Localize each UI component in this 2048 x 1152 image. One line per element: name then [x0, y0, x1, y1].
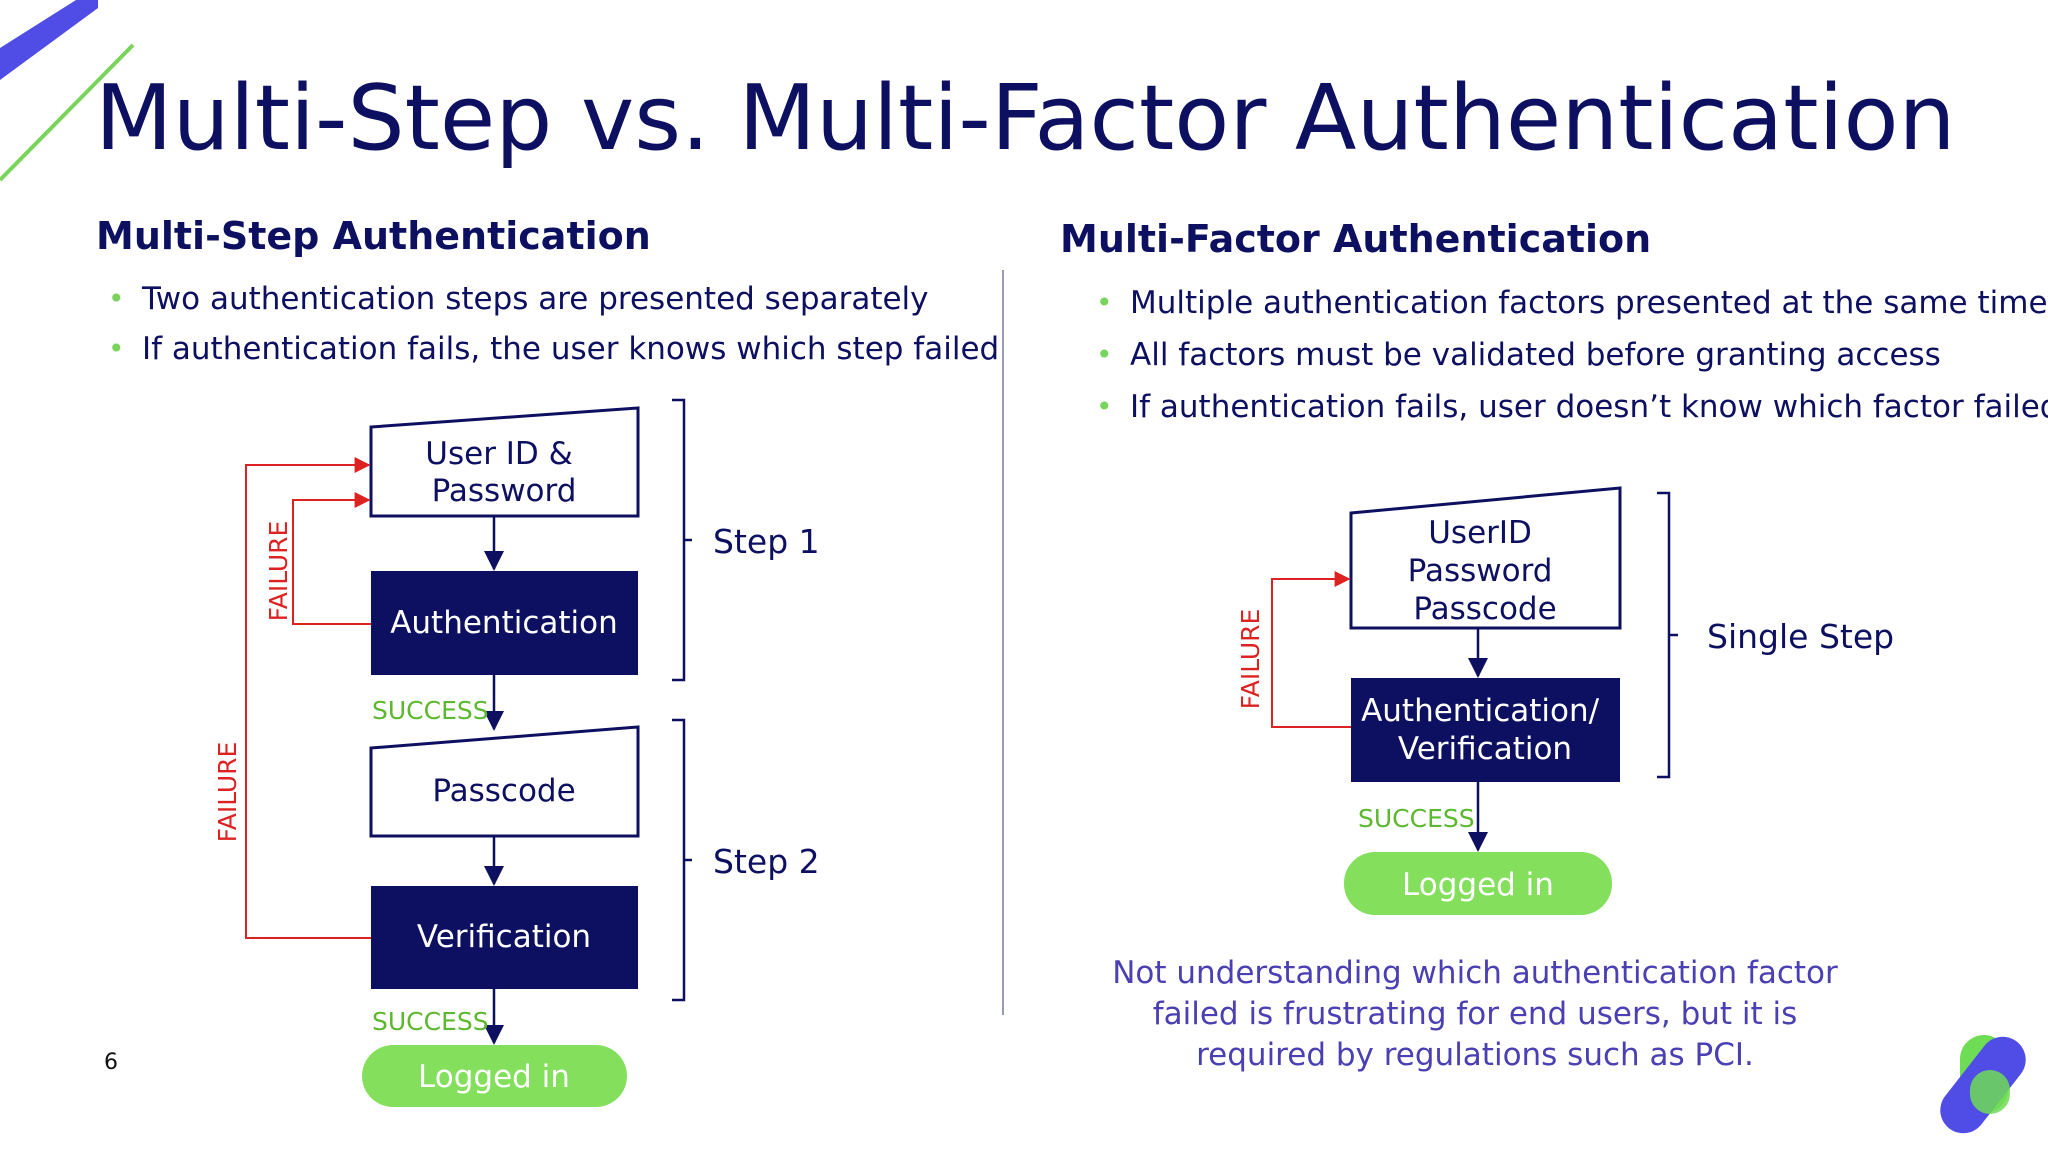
authentication-box [371, 571, 638, 675]
failure-loop-right [1271, 571, 1351, 728]
list-item: All factors must be validated before gra… [1096, 329, 2048, 381]
verification-box [371, 886, 638, 989]
authentication-verification-box [1351, 678, 1620, 782]
single-step-bracket [1657, 491, 1678, 779]
list-item: Multiple authentication factors presente… [1096, 277, 2048, 329]
logged-in-label-left: Logged in [418, 1059, 570, 1095]
userid-password-text: User ID & Password [425, 436, 582, 509]
list-item: If authentication fails, the user knows … [108, 324, 999, 374]
multi-step-heading: Multi-Step Authentication [96, 214, 651, 258]
userid-password-passcode-input-box [1349, 486, 1622, 630]
failure-label-inner: FAILURE [264, 521, 293, 622]
multi-factor-heading: Multi-Factor Authentication [1060, 217, 1652, 261]
failure-label-right: FAILURE [1236, 609, 1265, 710]
passcode-label: Passcode [432, 773, 575, 809]
step2-bracket [672, 718, 692, 1002]
passcode-input-box [369, 725, 640, 838]
company-logo [1940, 1035, 2026, 1134]
step1-label: Step 1 [713, 522, 820, 561]
multi-step-bullet-list: Two authentication steps are presented s… [108, 274, 999, 374]
success-label-step2: SUCCESS [372, 1007, 489, 1036]
multi-factor-bullet-list: Multiple authentication factors presente… [1096, 277, 2048, 433]
authentication-label: Authentication [390, 605, 618, 641]
step1-bracket [672, 398, 692, 682]
verification-label: Verification [417, 919, 591, 955]
userid-password-input-box [369, 406, 640, 518]
logged-in-label-right: Logged in [1402, 867, 1554, 903]
authentication-verification-text: Authentication/ Verification [1361, 693, 1609, 767]
failure-loop-inner [292, 492, 371, 625]
single-step-label: Single Step [1707, 617, 1894, 656]
failure-label-outer: FAILURE [213, 742, 242, 843]
slide-title: Multi-Step vs. Multi-Factor Authenticati… [95, 66, 1956, 171]
decorative-corner-accent [0, 0, 135, 182]
pci-note: Not understanding which authentication f… [1112, 955, 1838, 1073]
userid-password-passcode-text: UserID Password Passcode [1408, 515, 1563, 627]
list-item: If authentication fails, user doesn’t kn… [1096, 381, 2048, 433]
success-label-step1: SUCCESS [372, 696, 489, 725]
logged-in-pill-left [362, 1045, 627, 1107]
page-number: 6 [104, 1050, 118, 1075]
list-item: Two authentication steps are presented s… [108, 274, 999, 324]
step2-label: Step 2 [713, 842, 820, 881]
failure-loop-outer [245, 457, 371, 939]
success-label-right: SUCCESS [1358, 804, 1475, 833]
logged-in-pill-right [1344, 852, 1612, 915]
